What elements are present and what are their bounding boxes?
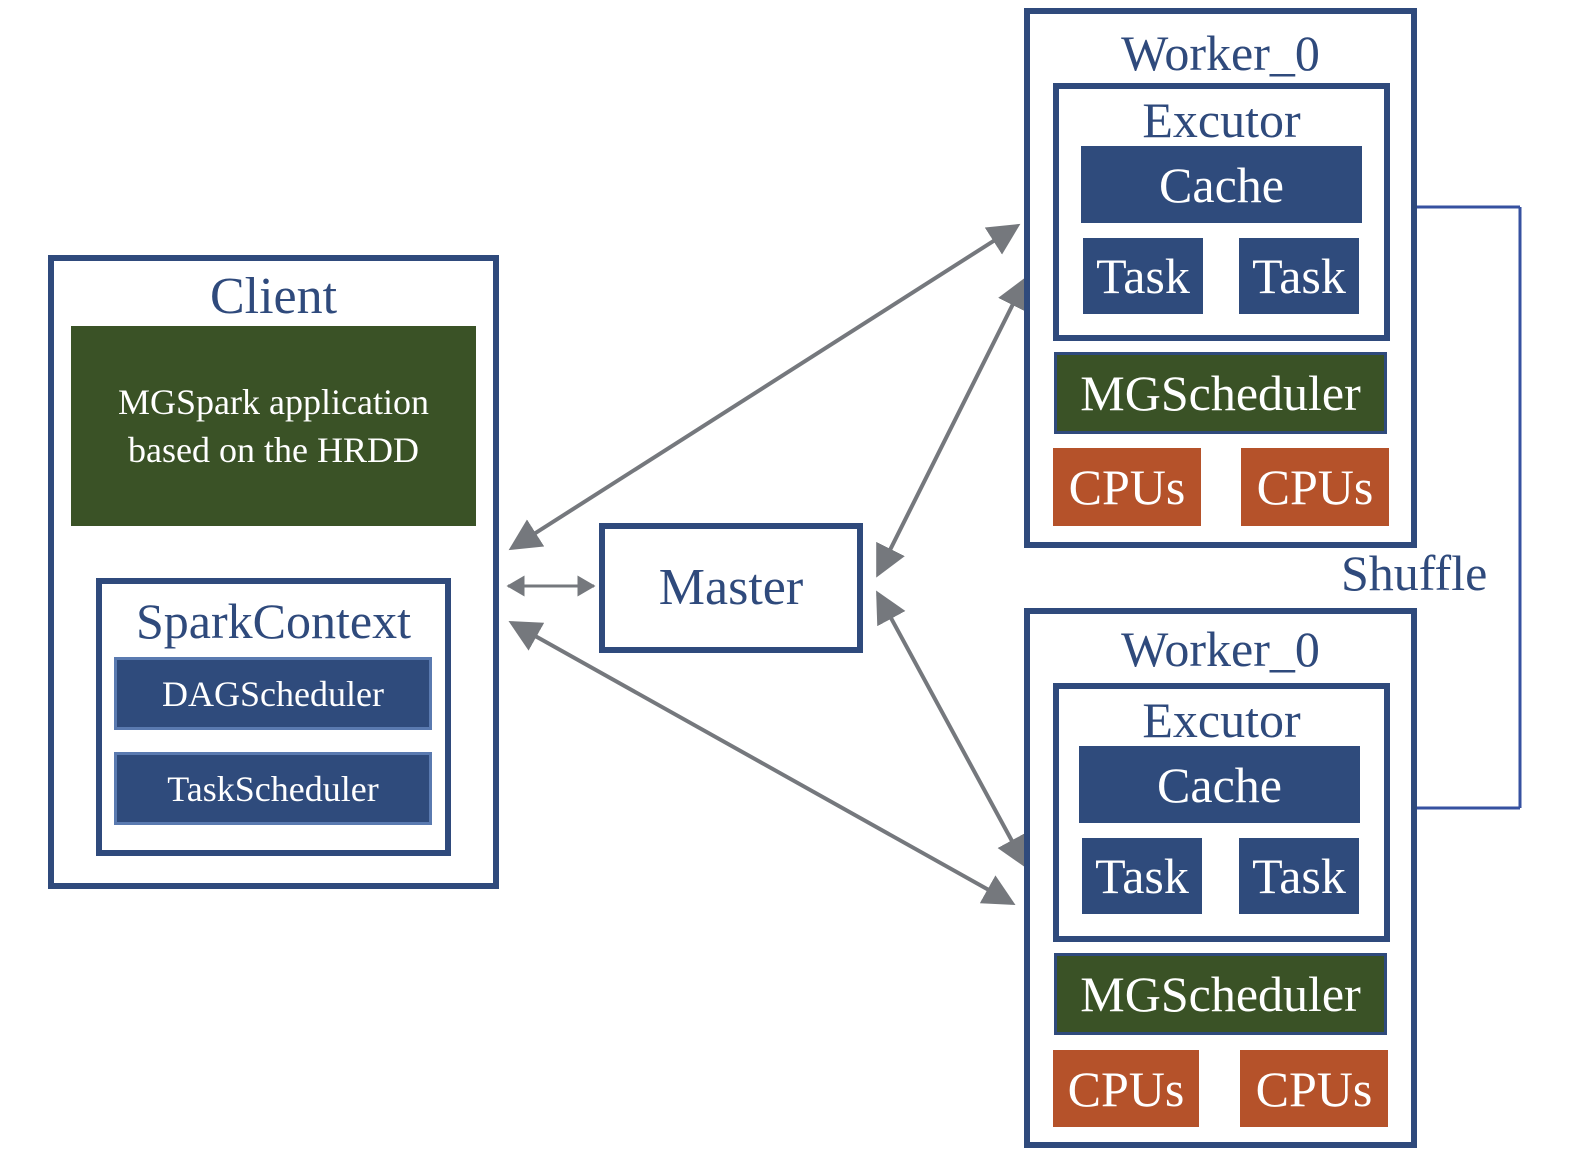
cache-box-bottom: Cache <box>1079 746 1360 823</box>
taskscheduler-box: TaskScheduler <box>114 752 432 825</box>
arrow-master-worker-top <box>876 276 1027 578</box>
executor-title-top: Excutor <box>1142 92 1301 148</box>
mgscheduler-box-bottom: MGScheduler <box>1054 953 1387 1035</box>
cpus-box-top-2: CPUs <box>1241 448 1389 526</box>
task-box-bottom-1: Task <box>1082 838 1202 914</box>
shuffle-label: Shuffle <box>1341 545 1488 601</box>
sparkcontext-title: SparkContext <box>136 593 411 649</box>
cache-box-top: Cache <box>1081 146 1362 223</box>
cpus-box-bottom-1: CPUs <box>1053 1050 1199 1127</box>
arrow-client-worker-bottom <box>508 621 1016 905</box>
task-box-bottom-2: Task <box>1239 838 1359 914</box>
task-box-top-1: Task <box>1083 238 1203 314</box>
app-line-1: MGSpark application <box>118 382 429 422</box>
master-label: Master <box>658 559 804 616</box>
mgscheduler-box-top: MGScheduler <box>1054 352 1387 434</box>
dagscheduler-box: DAGScheduler <box>114 657 432 730</box>
master-box: Master <box>599 523 863 653</box>
client-title: Client <box>209 268 338 325</box>
cpus-box-bottom-2: CPUs <box>1240 1050 1388 1127</box>
arrow-master-worker-bottom <box>876 590 1027 869</box>
mgspark-application-box: MGSpark application based on the HRDD <box>71 326 476 526</box>
task-box-top-2: Task <box>1239 238 1359 314</box>
app-line-2: based on the HRDD <box>128 430 419 470</box>
executor-title-bottom: Excutor <box>1142 692 1301 748</box>
cpus-box-top-1: CPUs <box>1053 448 1201 526</box>
worker-title-bottom: Worker_0 <box>1121 621 1320 677</box>
worker-title-top: Worker_0 <box>1121 25 1320 81</box>
arrow-client-worker-top <box>508 223 1021 551</box>
